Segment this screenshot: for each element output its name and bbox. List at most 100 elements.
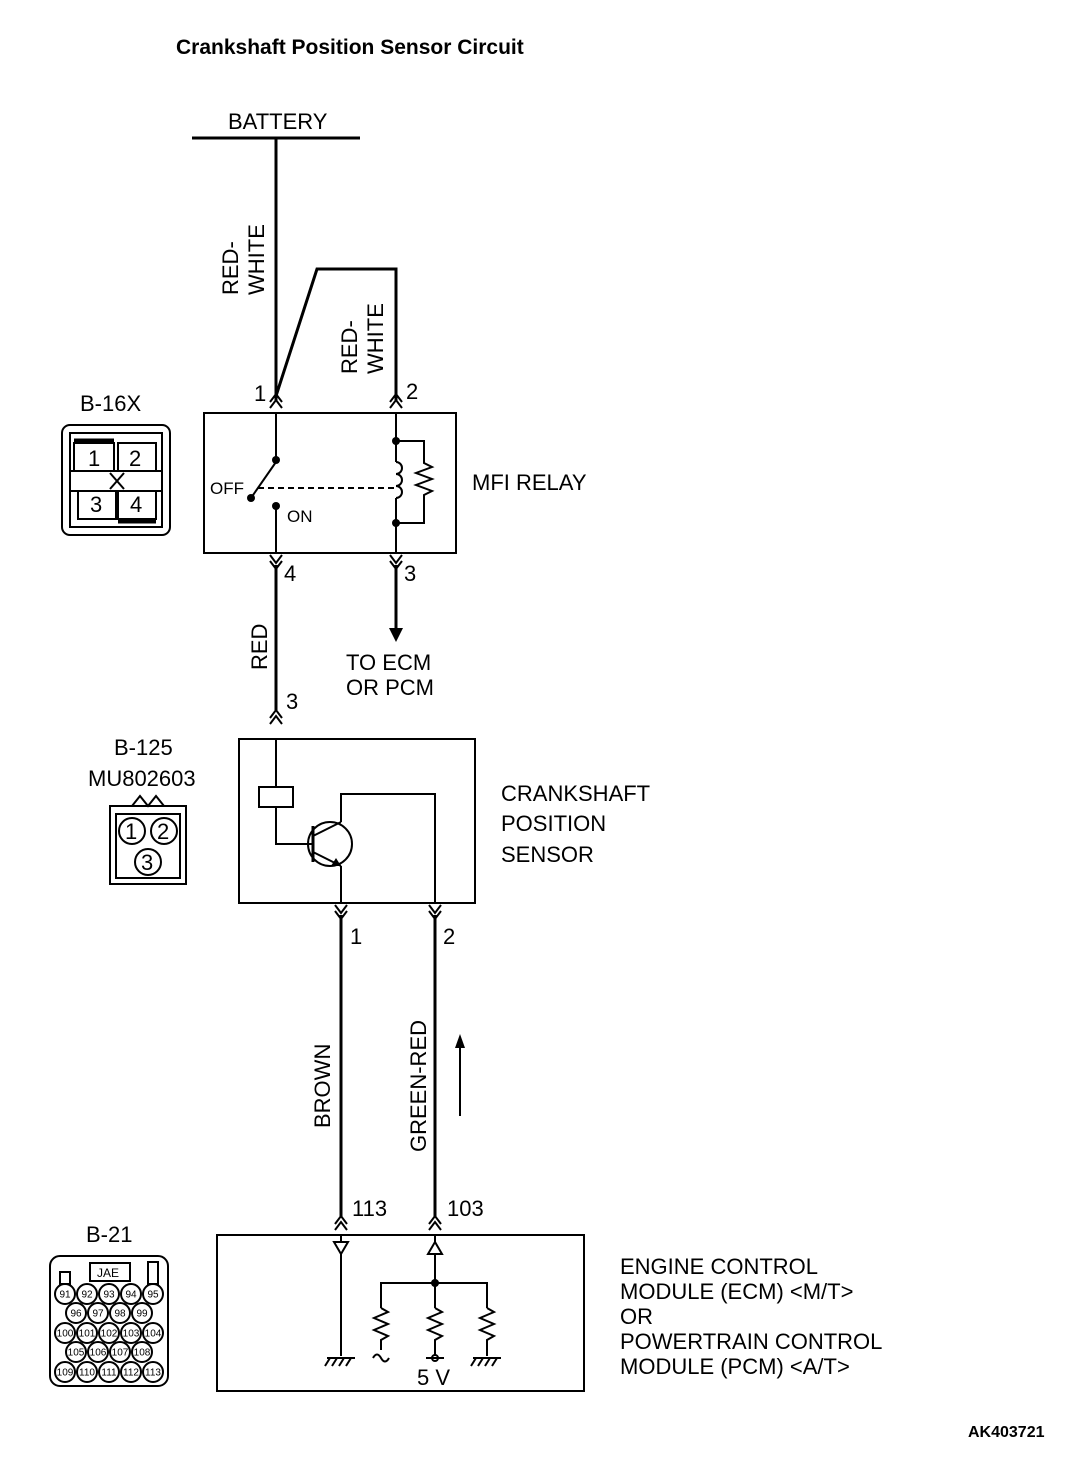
ecm-connector-pin-label: 102 [101, 1329, 118, 1340]
ecm-label-line5: MODULE (PCM) <A/T> [620, 1354, 850, 1379]
switch-pivot-dot [247, 494, 255, 502]
ecm-label-line2: MODULE (ECM) <M/T> [620, 1279, 853, 1304]
relay-connector-label: B-16X [80, 391, 141, 416]
sensor-pin-1: 1 [350, 924, 362, 949]
ecm-connector-pin-label: 92 [81, 1290, 93, 1301]
relay-pin-1: 1 [254, 381, 266, 406]
sensor-label-line3: SENSOR [501, 842, 594, 867]
ecm-connector-pin-circle [76, 1322, 98, 1344]
ground-hatch [484, 1357, 491, 1367]
ecm-connector-pin-label: 110 [79, 1368, 95, 1379]
relay-connector-pin-3: 3 [90, 492, 102, 517]
ecm-connector-pin-circle [65, 1341, 87, 1363]
wire-brown-color: BROWN [310, 1044, 335, 1128]
arrow-down-icon [389, 628, 403, 642]
ecm-input-triangle-icon [332, 1241, 350, 1256]
mfi-relay-label: MFI RELAY [472, 470, 587, 495]
sensor-connector-pin-2: 2 [157, 819, 169, 844]
connector-chevron-icon [334, 1220, 348, 1231]
connector-chevron-icon [269, 708, 283, 719]
resistor-icon [371, 1307, 391, 1350]
ecm-connector-pin-circle [120, 1283, 142, 1305]
wire-battery-feed-color-line1: RED- [218, 241, 243, 295]
ecm-connector-pin-label: 97 [92, 1309, 104, 1320]
ecm-connector-pin-circle [109, 1341, 131, 1363]
sensor-label-line1: CRANKSHAFT [501, 781, 650, 806]
sensor-connector-label: B-125 [114, 735, 173, 760]
sensor-connector-icon [109, 805, 187, 885]
to-ecm-line2: OR PCM [346, 675, 434, 700]
switch-off-label: OFF [210, 479, 244, 498]
ecm-connector-pin-circle [87, 1302, 109, 1324]
ecm-connector-pin-circle [131, 1341, 153, 1363]
connector-chevron-icon [269, 398, 283, 409]
crankshaft-sensor-box [238, 738, 476, 904]
connector-chevron-icon [389, 554, 403, 565]
wire-relay-pin2-color-line2: WHITE [363, 303, 388, 374]
ecm-pin-103: 103 [447, 1196, 484, 1221]
relay-resistor-icon [396, 440, 435, 524]
ecm-connector-pin-label: 112 [123, 1368, 139, 1379]
wire-relay-pin2-color-line1: RED- [337, 320, 362, 374]
sensor-pin-2: 2 [443, 924, 455, 949]
relay-pin-2: 2 [406, 379, 418, 404]
sensor-connector-pin-1: 1 [125, 819, 137, 844]
relay-connector-pin-1: 1 [88, 446, 100, 471]
ecm-input-triangle-icon [426, 1240, 444, 1255]
connector-chevron-icon [269, 714, 283, 725]
relay-coil-icon [395, 461, 403, 499]
wire-green-red-color: GREEN-RED [406, 1020, 431, 1152]
relay-connector-pin-2: 2 [129, 446, 141, 471]
ground-hatch [324, 1357, 331, 1367]
switch-contact-dot [272, 456, 280, 464]
relay-pin-3: 3 [404, 561, 416, 586]
sensor-connector-pin-circle [150, 817, 178, 845]
ground-hatch [477, 1357, 484, 1367]
ecm-connector-pin-label: 106 [90, 1348, 107, 1359]
ground-hatch [331, 1357, 338, 1367]
ecm-connector-pin-label: 94 [125, 1290, 137, 1301]
relay-connector-pin-4: 4 [130, 492, 142, 517]
ecm-connector-pin-label: 93 [103, 1290, 115, 1301]
ecm-connector-latch [59, 1271, 71, 1285]
relay-connector-icon [61, 424, 171, 536]
ecm-connector-pin-label: 104 [145, 1329, 162, 1340]
ecm-connector-maker: JAE [97, 1266, 119, 1280]
ground-hatch [338, 1357, 345, 1367]
sensor-base-lead [275, 807, 312, 845]
ecm-connector-pin-label: 96 [70, 1309, 82, 1320]
sensor-connector-key [131, 794, 165, 808]
connector-chevron-icon [269, 392, 283, 403]
ground-hatch [491, 1357, 498, 1367]
ecm-label-line1: ENGINE CONTROL [620, 1254, 818, 1279]
arrow-up-icon [455, 1034, 465, 1048]
ecm-connector-pin-circle [54, 1322, 76, 1344]
ecm-connector-pin-circle [87, 1341, 109, 1363]
ecm-connector-pin-label: 107 [112, 1348, 129, 1359]
ground-hatch [470, 1357, 477, 1367]
ecm-connector-pin-circle [142, 1322, 164, 1344]
ecm-connector-pin-circle [65, 1302, 87, 1324]
ecm-connector-icon [49, 1255, 169, 1387]
ecm-connector-pin-circle [98, 1322, 120, 1344]
ecm-pin-113: 113 [352, 1196, 387, 1221]
connector-chevron-icon [428, 1220, 442, 1231]
sensor-signal-lead [340, 793, 436, 903]
ecm-connector-pin-label: 101 [79, 1329, 96, 1340]
ecm-connector-pin-circle [76, 1361, 98, 1383]
ecm-connector-maker-box [89, 1262, 131, 1282]
mfi-relay-box [203, 412, 457, 554]
relay-connector-cross [109, 472, 125, 490]
sensor-label-line2: POSITION [501, 811, 606, 836]
connector-chevron-icon [428, 1214, 442, 1225]
sensor-part-number: MU802603 [88, 766, 196, 791]
transistor-emitter-arrow-icon [331, 858, 341, 866]
ecm-connector-label: B-21 [86, 1222, 132, 1247]
ecm-connector-pin-label: 113 [145, 1368, 161, 1379]
transistor-icon [307, 821, 353, 867]
ecm-connector-pin-circle [120, 1322, 142, 1344]
connector-chevron-icon [269, 554, 283, 565]
transistor-collector [312, 821, 342, 837]
ecm-connector-pin-label: 111 [101, 1368, 117, 1379]
ecm-connector-pin-label: 98 [114, 1309, 126, 1320]
